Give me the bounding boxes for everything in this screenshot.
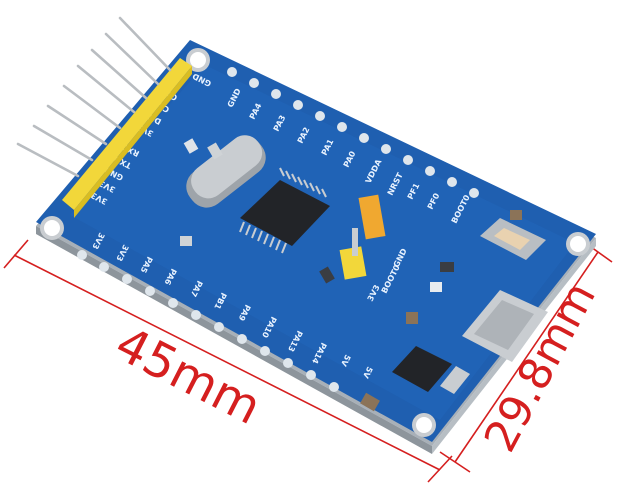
- smd-components: [180, 138, 522, 412]
- boot-jumper[interactable]: [339, 194, 386, 280]
- top-pin-pads: [227, 67, 479, 198]
- crystal-oscillator: [186, 135, 266, 208]
- voltage-regulator: [392, 346, 470, 394]
- reset-button[interactable]: [480, 218, 546, 260]
- micro-usb-port[interactable]: [462, 290, 548, 362]
- pcb-board: [36, 40, 596, 454]
- bottom-pin-pads: [77, 250, 339, 392]
- pin-header: [16, 16, 192, 218]
- mcu-chip: [239, 167, 330, 254]
